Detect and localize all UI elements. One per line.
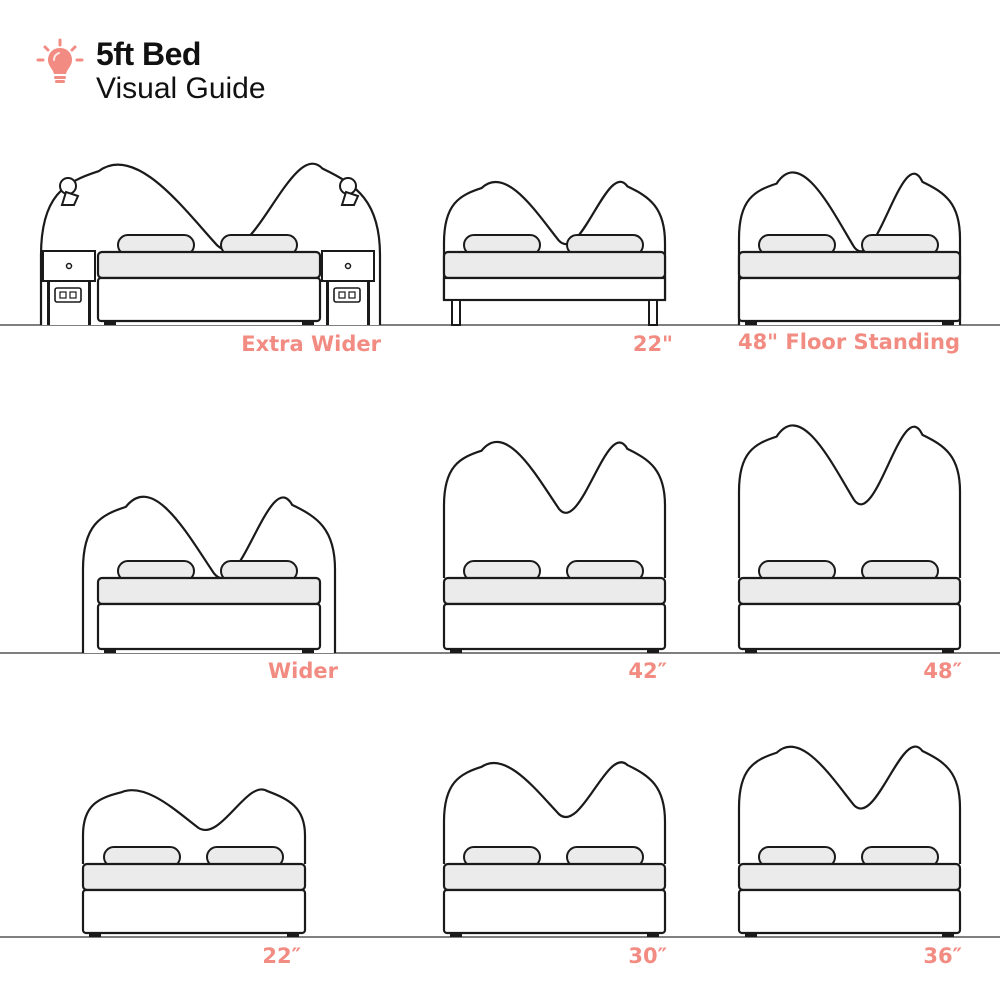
- bed-foot-2: [942, 649, 954, 653]
- bed-leg-1: [451, 299, 461, 326]
- headboard: [442, 761, 667, 864]
- bed-base: [96, 276, 322, 323]
- bed-foot-1: [104, 321, 116, 325]
- bed-diagram-8: 30″: [442, 761, 667, 968]
- bed-foot-2: [287, 933, 299, 937]
- mattress: [737, 250, 962, 280]
- wall-lamp-icon: [59, 177, 77, 195]
- mattress: [442, 576, 667, 606]
- bed-foot-2: [302, 649, 314, 653]
- headboard: [442, 441, 667, 578]
- page-subtitle: Visual Guide: [96, 72, 266, 105]
- page-title: 5ft Bed: [96, 36, 201, 72]
- bed-foot-1: [450, 933, 462, 937]
- bed-diagram-1: Extra Wider: [39, 162, 382, 356]
- headboard: [737, 424, 962, 578]
- bed-diagram-5: 42″: [442, 441, 667, 683]
- bed-base: [442, 888, 667, 935]
- bed-diagram-4: Wider: [81, 495, 339, 683]
- mattress: [737, 576, 962, 606]
- bed-label: 22": [633, 332, 673, 356]
- mattress: [81, 862, 307, 892]
- side-table-drawer-2: [321, 250, 375, 282]
- side-table-leg: [367, 281, 370, 325]
- lightbulb-icon: [36, 38, 84, 83]
- bed-foot-1: [745, 933, 757, 937]
- lamp-shade: [340, 190, 360, 206]
- mattress: [96, 576, 322, 606]
- bed-base: [81, 888, 307, 935]
- bed-label: 36″: [923, 944, 962, 968]
- socket-hole: [69, 291, 77, 299]
- bed-diagram-7: 22″: [81, 788, 307, 968]
- mattress: [442, 862, 667, 892]
- mattress: [96, 250, 322, 280]
- bed-diagram-2: 22": [442, 180, 673, 356]
- bed-foot-2: [302, 321, 314, 325]
- socket-hole: [59, 291, 67, 299]
- bed-diagram-6: 48″: [737, 424, 962, 683]
- bed-foot-2: [942, 321, 954, 325]
- bed-base: [737, 276, 962, 323]
- headboard: [81, 788, 307, 864]
- wall-lamp-icon: [339, 177, 357, 195]
- bed-base: [96, 602, 322, 651]
- bed-label: 30″: [628, 944, 667, 968]
- bed-label: 42″: [628, 659, 667, 683]
- power-socket-icon: [333, 287, 361, 303]
- mattress: [737, 862, 962, 892]
- side-table-leg: [88, 281, 91, 325]
- bed-diagram-3: 48" Floor Standing: [737, 171, 962, 354]
- side-table-drawer-1: [42, 250, 96, 282]
- bed-base: [737, 888, 962, 935]
- bed-foot-2: [647, 649, 659, 653]
- mattress: [442, 250, 667, 280]
- bed-foot-1: [450, 649, 462, 653]
- side-table-leg: [326, 281, 329, 325]
- bed-foot-1: [104, 649, 116, 653]
- power-socket-icon: [54, 287, 82, 303]
- bed-foot-2: [942, 933, 954, 937]
- bed-frame: [442, 276, 667, 302]
- bed-leg-2: [648, 299, 658, 326]
- bed-label: Extra Wider: [241, 332, 381, 356]
- bed-label: 22″: [262, 944, 301, 968]
- bed-foot-1: [745, 321, 757, 325]
- bed-label: 48″: [923, 659, 962, 683]
- bed-diagram-9: 36″: [737, 745, 962, 968]
- bed-label: 48" Floor Standing: [738, 330, 960, 354]
- lamp-shade: [60, 190, 80, 206]
- bed-foot-1: [89, 933, 101, 937]
- drawer-knob: [344, 262, 352, 270]
- bed-foot-1: [745, 649, 757, 653]
- bed-foot-2: [647, 933, 659, 937]
- socket-hole: [348, 291, 356, 299]
- bed-label: Wider: [268, 659, 339, 683]
- bed-base: [442, 602, 667, 651]
- headboard: [737, 745, 962, 864]
- drawer-knob: [65, 262, 73, 270]
- side-table-leg: [47, 281, 50, 325]
- socket-hole: [338, 291, 346, 299]
- bed-base: [737, 602, 962, 651]
